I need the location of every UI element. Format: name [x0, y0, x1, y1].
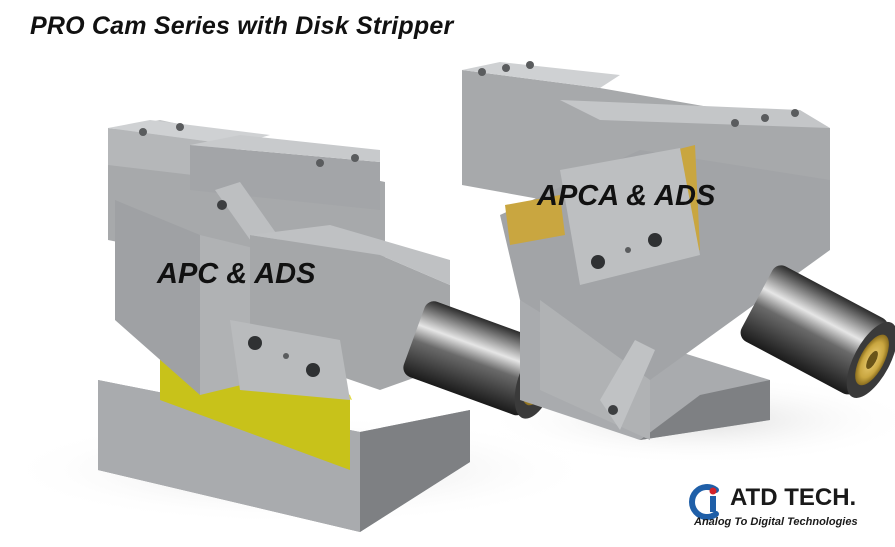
logo-name: ATD TECH. — [730, 484, 857, 511]
apca-ads-label: APCA & ADS — [537, 180, 716, 212]
page-title: PRO Cam Series with Disk Stripper — [30, 12, 454, 40]
apc-ads-label: APC & ADS — [157, 258, 316, 290]
apca-ads-unit — [462, 61, 895, 440]
logo-tagline: Analog To Digital Technologies — [694, 516, 858, 528]
apc-ads-unit — [98, 120, 559, 532]
atd-tech-logo: ATD TECH. Analog To Digital Technologies — [686, 482, 866, 530]
atd-logo-icon — [689, 484, 719, 520]
